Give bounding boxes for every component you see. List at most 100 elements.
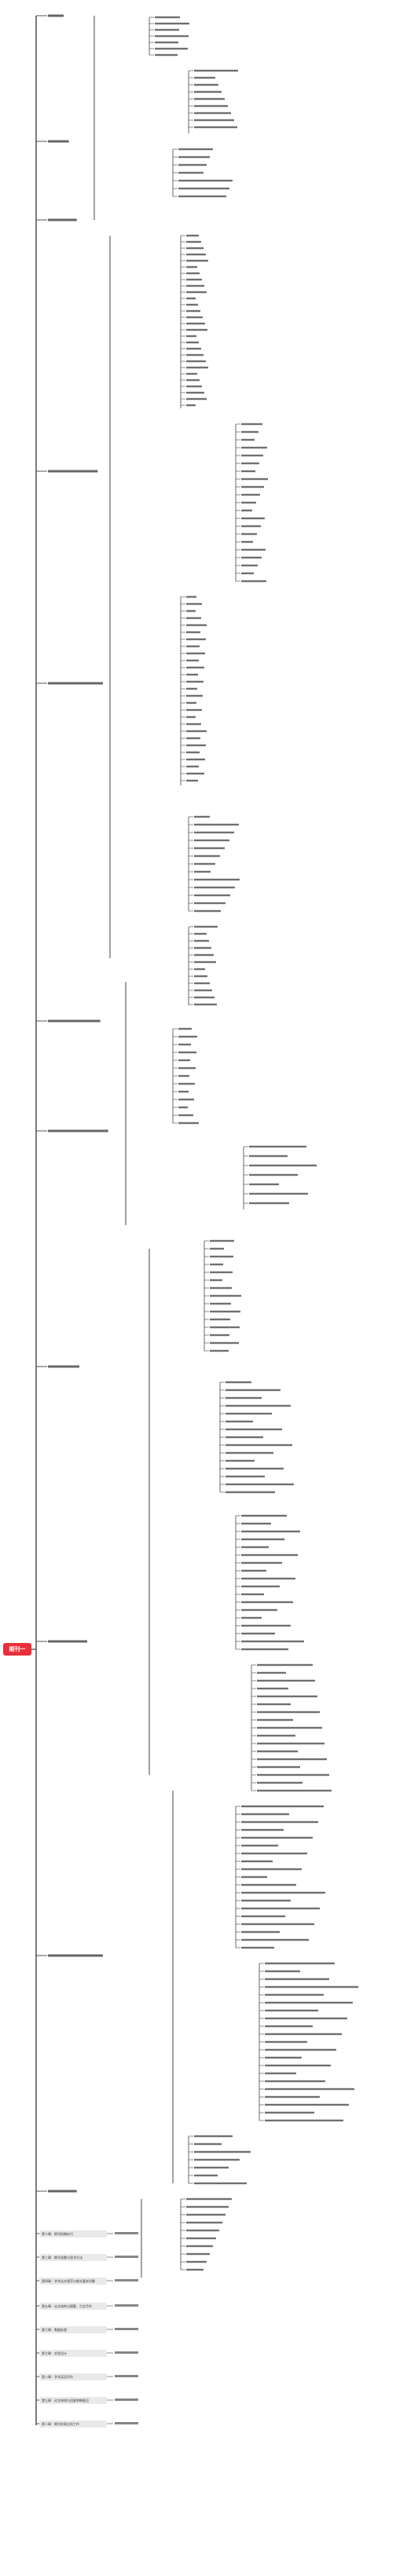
node-text-mark: [241, 1561, 282, 1564]
node-text-mark: [178, 1035, 197, 1038]
chapter-node-3[interactable]: 第三章：期刊选题与选刊方法: [39, 2254, 107, 2261]
node-text-mark: [210, 1286, 232, 1290]
node-text-mark: [186, 335, 196, 338]
chapter-child-mark: [115, 2351, 138, 2354]
node-text-mark: [186, 758, 205, 761]
node-text-mark: [186, 765, 199, 768]
node-text-mark: [194, 1003, 217, 1006]
node-text-mark: [249, 1202, 289, 1205]
node-text-mark: [241, 1899, 291, 1902]
node-text-mark: [241, 446, 267, 449]
section-label-mark: [48, 2190, 77, 2193]
node-text-mark: [241, 1805, 324, 1808]
node-text-mark: [186, 379, 200, 382]
chapter-node-8[interactable]: 第八章：学术英语写作: [39, 2373, 107, 2380]
node-text-mark: [249, 1164, 317, 1167]
node-text-mark: [186, 701, 196, 704]
node-text-mark: [241, 1860, 273, 1863]
node-text-mark: [241, 1915, 285, 1918]
node-text-mark: [194, 104, 228, 108]
node-text-mark: [226, 1444, 292, 1447]
node-text-mark: [241, 1946, 274, 1949]
node-text-mark: [194, 870, 211, 873]
node-text-mark: [194, 894, 230, 897]
node-text-mark: [186, 341, 199, 344]
node-text-mark: [194, 854, 220, 858]
chapter-child-mark: [115, 2279, 138, 2281]
node-text-mark: [241, 1836, 313, 1839]
node-text-mark: [194, 925, 218, 928]
node-text-mark: [186, 391, 204, 394]
node-text-mark: [241, 423, 262, 426]
node-text-mark: [194, 975, 207, 978]
node-text-mark: [194, 126, 237, 129]
node-text-mark: [265, 2001, 353, 2004]
section-label-mark: [48, 1129, 108, 1132]
node-text-mark: [241, 454, 263, 457]
node-text-mark: [186, 779, 198, 782]
chapter-node-6[interactable]: 第六章：数据处理: [39, 2326, 107, 2333]
section-label-mark: [48, 218, 77, 221]
section-label-mark: [48, 140, 69, 143]
root-node[interactable]: 期刊一: [3, 1643, 31, 1656]
node-text-mark: [241, 1577, 295, 1580]
node-text-mark: [241, 493, 260, 496]
section-label-mark: [48, 1019, 101, 1023]
node-text-mark: [194, 886, 235, 889]
chapter-child-mark: [115, 2304, 138, 2307]
node-text-mark: [194, 2174, 218, 2177]
node-text-mark: [210, 1334, 229, 1337]
node-text-mark: [186, 353, 204, 357]
node-text-mark: [210, 1318, 230, 1321]
node-text-mark: [186, 247, 204, 250]
node-text-mark: [241, 1907, 320, 1910]
chapter-node-7[interactable]: 第七章：实验设计: [39, 2350, 107, 2357]
node-text-mark: [178, 1059, 190, 1062]
chapter-node-2[interactable]: 第二章：期刊投稿技巧: [39, 2230, 107, 2238]
chapter-node-9[interactable]: 第九章：论文修改与回复审稿意见: [39, 2397, 107, 2404]
node-text-mark: [226, 1412, 272, 1415]
node-text-mark: [186, 297, 196, 300]
node-text-mark: [257, 1742, 324, 1745]
node-text-mark: [178, 187, 229, 190]
node-text-mark: [226, 1396, 262, 1400]
node-text-mark: [257, 1750, 298, 1753]
node-text-mark: [186, 404, 196, 407]
node-text-mark: [226, 1451, 273, 1454]
node-text-mark: [226, 1475, 265, 1478]
node-text-mark: [186, 372, 197, 375]
chapter-node-4[interactable]: 第四章：学术论文规范与格式要求详解: [39, 2278, 107, 2285]
section-label-mark: [48, 470, 98, 473]
node-text-mark: [178, 156, 210, 159]
node-text-mark: [241, 438, 255, 441]
node-text-mark: [194, 76, 215, 79]
node-text-mark: [241, 1553, 298, 1557]
node-text-mark: [241, 462, 259, 465]
node-text-mark: [257, 1758, 327, 1761]
node-text-mark: [265, 2111, 314, 2114]
node-text-mark: [241, 1930, 280, 1934]
node-text-mark: [186, 652, 205, 655]
node-text-mark: [265, 2119, 343, 2122]
chapter-node-10[interactable]: 第十章：期刊发表后续工作: [39, 2420, 107, 2428]
node-text-mark: [241, 1632, 275, 1635]
node-text-mark: [210, 1247, 224, 1250]
node-text-mark: [249, 1183, 279, 1186]
node-text-mark: [186, 316, 203, 319]
chapter-child-mark: [115, 2256, 138, 2258]
node-text-mark: [226, 1404, 291, 1407]
node-text-mark: [186, 284, 204, 287]
node-text-mark: [241, 564, 258, 567]
node-text-mark: [210, 1310, 240, 1313]
node-text-mark: [186, 2260, 207, 2263]
chapter-node-5[interactable]: 第五章：论文结构与摘要、引言写作: [39, 2303, 107, 2310]
node-text-mark: [194, 996, 214, 999]
node-text-mark: [186, 2237, 216, 2240]
node-text-mark: [186, 772, 204, 775]
node-text-mark: [194, 831, 234, 834]
node-text-mark: [210, 1271, 233, 1274]
node-text-mark: [241, 1640, 304, 1643]
node-text-mark: [241, 1648, 288, 1651]
node-text-mark: [210, 1326, 240, 1329]
node-text-mark: [265, 1962, 335, 1965]
